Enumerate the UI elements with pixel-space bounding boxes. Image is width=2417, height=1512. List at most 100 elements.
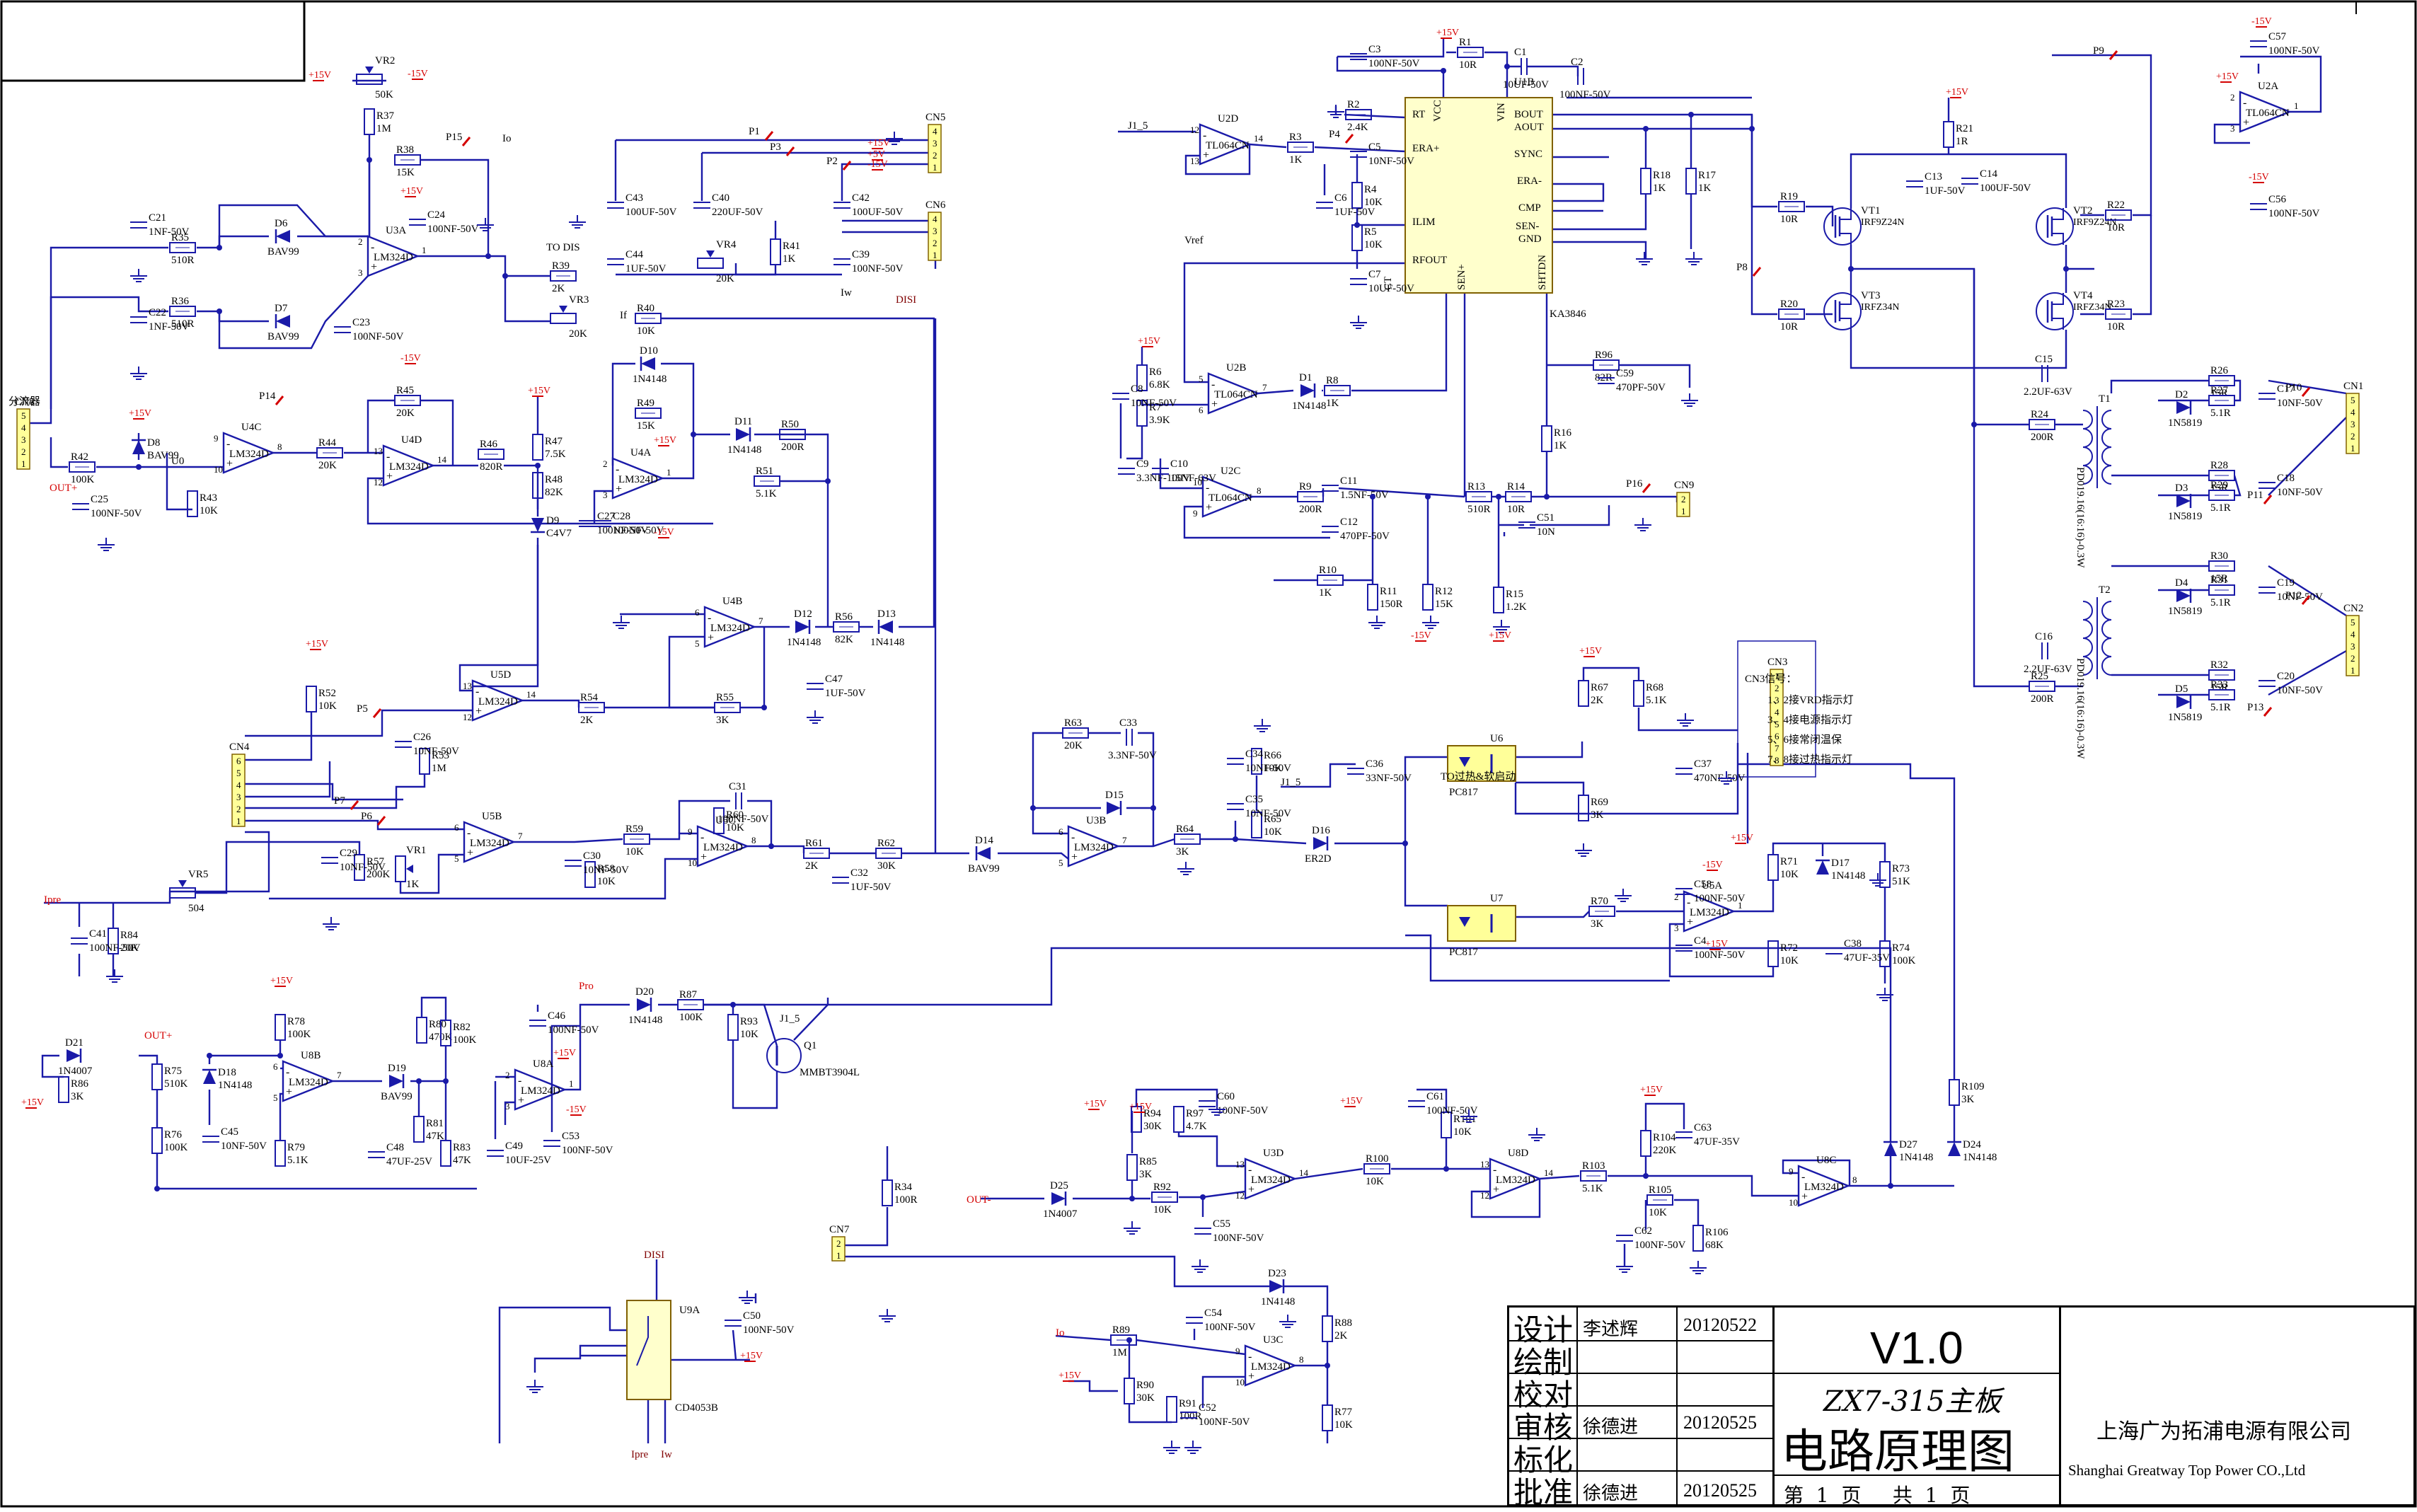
- junction-dot: [1200, 1194, 1206, 1200]
- diode-body: [1300, 384, 1315, 397]
- opamp-body: [463, 821, 517, 863]
- probe-point: P16: [1626, 478, 1651, 493]
- ground-symbol: [1192, 1259, 1208, 1273]
- connector-pin: 2: [1681, 494, 1686, 504]
- pot-value: 20K: [716, 273, 734, 284]
- resistor-value: 10K: [1780, 955, 1799, 966]
- connector-pin: 4: [2350, 407, 2355, 417]
- connector-pin: 3: [21, 434, 26, 445]
- probe-point: P6: [361, 811, 386, 826]
- power-rail: -15V: [654, 527, 674, 538]
- rail-label: +5V: [867, 149, 885, 160]
- resistor-body: [635, 313, 662, 324]
- resistor-ref: R100: [1366, 1153, 1389, 1165]
- capacitor-value: 10NF-50V: [221, 1141, 267, 1152]
- resistor-ref: R16: [1554, 427, 1572, 439]
- junction-dot: [1030, 805, 1036, 811]
- resistor-ref: R75: [164, 1066, 182, 1077]
- resistor-value: 100K: [71, 474, 95, 485]
- diode-body: [389, 1075, 403, 1087]
- connector-ref: CN3: [1767, 657, 1787, 668]
- capacitor-ref: C24: [427, 209, 446, 221]
- capacitor-ref: C13: [1925, 171, 1942, 183]
- ground-symbol: [1327, 105, 1344, 118]
- resistor-ref: R105: [1649, 1184, 1672, 1196]
- connector-pin: 5: [1775, 719, 1779, 729]
- resistor-body: [1136, 400, 1148, 427]
- resistor-body: [1251, 812, 1262, 838]
- wire: [1128, 1404, 1172, 1424]
- opamp-part: TL064CN: [1214, 389, 1258, 400]
- resistor-value: 10K: [1366, 1176, 1384, 1187]
- junction-dot: [443, 1078, 449, 1084]
- connector-pin: 1: [1681, 506, 1686, 516]
- junction-dot: [768, 843, 774, 849]
- junction-dot: [1370, 494, 1375, 500]
- probe-point: P3: [770, 142, 795, 156]
- opamp-plus: +: [1248, 1184, 1254, 1196]
- pot-body: [169, 887, 196, 899]
- rail-label: +15V: [400, 186, 423, 197]
- diode-part: 1N4007: [1043, 1208, 1078, 1220]
- diode-part: 1N4148: [727, 444, 761, 456]
- resistor-body: [635, 408, 662, 419]
- pin-number: 10: [1789, 1197, 1798, 1208]
- capacitor-value: 100NF-50V: [743, 1325, 795, 1336]
- diode: D15: [1105, 790, 1124, 815]
- wire: [1470, 1179, 1541, 1218]
- diode-ref: D6: [275, 218, 288, 229]
- resistor-body: [478, 449, 504, 460]
- resistor-ref: R37: [376, 110, 395, 122]
- resistor-ref: R7: [1149, 402, 1162, 413]
- resistor-ref: R1: [1459, 37, 1472, 48]
- wire: [2110, 379, 2209, 393]
- opamp-plus: +: [708, 632, 714, 644]
- resistor-body: [275, 1014, 286, 1041]
- capacitor-ref: C26: [413, 732, 432, 743]
- capacitor-ref: C51: [1537, 512, 1554, 524]
- wire: [1068, 1380, 1118, 1392]
- note-line: 7、8接过热指示灯: [1767, 754, 1852, 766]
- opamp-body: [382, 444, 436, 487]
- tb-label-1: 绘制: [1513, 1345, 1574, 1380]
- pot-ref: VR1: [406, 845, 426, 856]
- wire: [1674, 1199, 1700, 1225]
- wire: [1516, 781, 1585, 795]
- power-rail: +15V: [1058, 1370, 1081, 1382]
- capacitor-value: 100NF-50V: [613, 525, 664, 536]
- opamp-part: TL064CN: [1206, 140, 1250, 151]
- resistor-value: 100K: [1892, 955, 1916, 966]
- probe-mark: [764, 131, 774, 141]
- resistor-ref: R57: [367, 856, 385, 867]
- resistor-body: [623, 833, 650, 845]
- rail-label: -15V: [2249, 172, 2269, 183]
- pin-number: 10: [1235, 1377, 1245, 1387]
- power-rail: -15V: [408, 69, 428, 80]
- tb-date-3: 20120525: [1683, 1412, 1757, 1433]
- rail-label: -15V: [2251, 16, 2272, 27]
- capacitor-value: 10NF-50V: [340, 862, 386, 873]
- pot-body: [550, 313, 577, 324]
- diode-part: 1N5819: [2168, 511, 2202, 522]
- resistor-body: [419, 748, 430, 775]
